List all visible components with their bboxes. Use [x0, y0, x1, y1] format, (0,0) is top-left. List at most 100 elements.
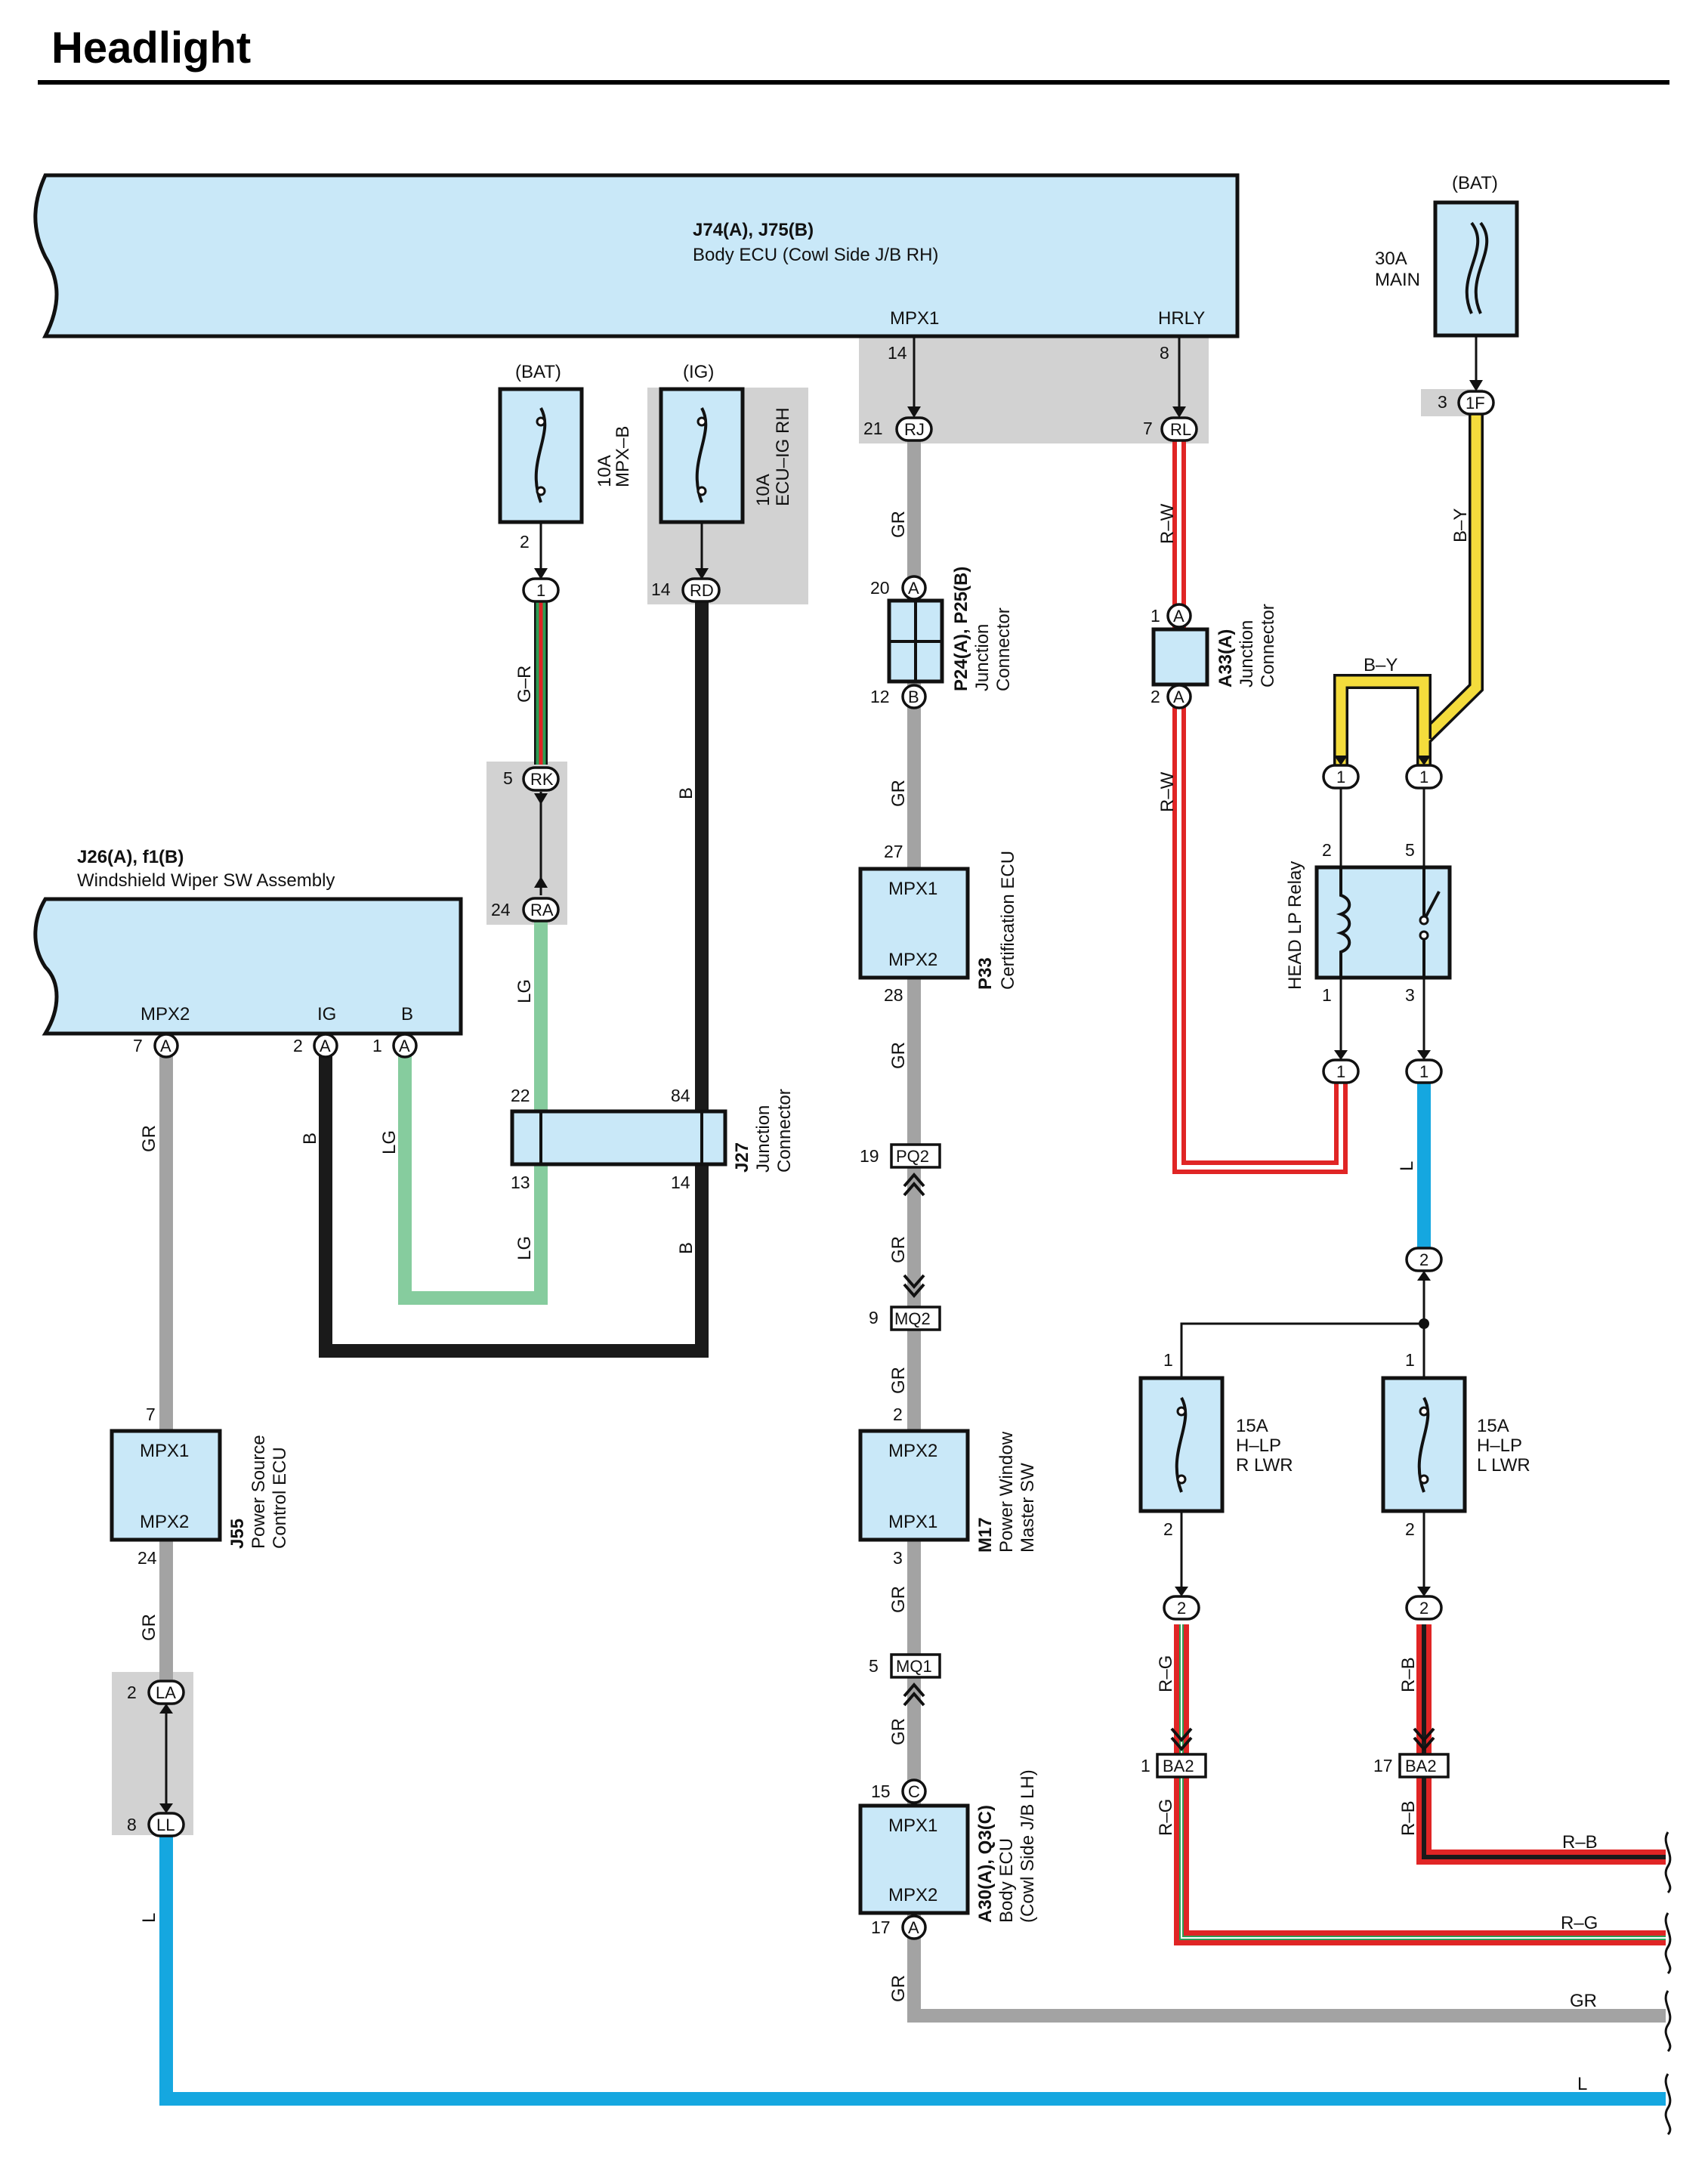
a33-junction-connector: A33(A) Junction Connector: [1151, 604, 1278, 688]
svg-text:B: B: [676, 787, 696, 799]
svg-text:15: 15: [871, 1782, 891, 1801]
svg-text:5: 5: [869, 1656, 879, 1676]
svg-text:22: 22: [511, 1086, 530, 1105]
svg-text:R–G: R–G: [1156, 1799, 1176, 1836]
svg-text:MPX1: MPX1: [890, 308, 939, 329]
svg-text:(BAT): (BAT): [515, 362, 561, 382]
svg-text:MPX1: MPX1: [888, 1816, 937, 1836]
svg-text:H–LP: H–LP: [1477, 1435, 1522, 1456]
j55-power-source-control-ecu: MPX1 MPX2 J55 Power Source Control ECU: [110, 1429, 290, 1549]
svg-text:A: A: [160, 1037, 171, 1055]
svg-text:LA: LA: [156, 1683, 176, 1702]
wire-b-loop: [319, 1044, 709, 1358]
svg-text:MPX1: MPX1: [888, 879, 937, 899]
svg-text:2: 2: [1405, 1519, 1415, 1539]
wire-l-ll: [159, 1828, 1666, 2106]
svg-text:H–LP: H–LP: [1236, 1435, 1281, 1456]
svg-text:13: 13: [511, 1173, 530, 1192]
svg-text:30A: 30A: [1375, 249, 1407, 269]
svg-text:B: B: [300, 1133, 320, 1145]
svg-text:2: 2: [293, 1036, 303, 1055]
svg-text:A30(A), Q3(C): A30(A), Q3(C): [975, 1805, 996, 1923]
svg-text:RJ: RJ: [904, 420, 925, 439]
svg-text:Connector: Connector: [993, 607, 1014, 691]
svg-text:84: 84: [671, 1086, 690, 1105]
svg-text:P33: P33: [975, 957, 996, 990]
svg-text:1: 1: [1141, 1756, 1151, 1775]
svg-text:A: A: [908, 1918, 919, 1937]
svg-text:3: 3: [1438, 392, 1447, 412]
svg-text:RD: RD: [690, 581, 714, 600]
svg-text:21: 21: [863, 419, 883, 438]
svg-text:GR: GR: [888, 511, 909, 538]
svg-text:9: 9: [869, 1308, 879, 1327]
svg-text:PQ2: PQ2: [896, 1147, 929, 1166]
svg-text:1: 1: [372, 1036, 382, 1055]
svg-text:GR: GR: [888, 780, 909, 807]
head-lp-relay: HEAD LP Relay: [1285, 861, 1452, 990]
svg-text:MPX2: MPX2: [888, 1441, 937, 1461]
svg-text:C: C: [908, 1782, 920, 1801]
svg-text:MPX1: MPX1: [140, 1441, 189, 1461]
svg-text:1F: 1F: [1466, 394, 1485, 413]
svg-text:Connector: Connector: [1258, 604, 1278, 688]
svg-text:2: 2: [1419, 1250, 1428, 1269]
svg-text:A: A: [320, 1037, 331, 1055]
svg-text:8: 8: [1160, 343, 1169, 363]
svg-text:1: 1: [1151, 606, 1160, 626]
svg-text:B–Y: B–Y: [1450, 508, 1471, 542]
svg-text:M17: M17: [975, 1517, 996, 1553]
svg-text:Body ECU: Body ECU: [996, 1838, 1017, 1923]
svg-text:10A: 10A: [753, 474, 774, 506]
svg-text:1: 1: [1419, 768, 1428, 786]
svg-text:27: 27: [884, 842, 903, 861]
svg-text:A: A: [399, 1037, 410, 1055]
svg-text:14: 14: [651, 579, 671, 599]
pin-numbers: 14 8 21 7 3 2 14 5 24 20 12 1 2 27 28 22…: [127, 343, 1447, 1937]
wire-code-labels: GR GR GR GR GR GR GR GR GR GR R–W R–W B–…: [139, 503, 1598, 2094]
svg-text:GR: GR: [888, 1718, 909, 1745]
svg-text:R–B: R–B: [1398, 1657, 1419, 1692]
svg-text:MPX2: MPX2: [888, 1885, 937, 1905]
svg-text:1: 1: [1336, 768, 1345, 786]
svg-text:R LWR: R LWR: [1236, 1455, 1293, 1476]
svg-text:A33(A): A33(A): [1215, 629, 1236, 688]
svg-text:LL: LL: [156, 1816, 175, 1834]
svg-text:1: 1: [1405, 1350, 1415, 1370]
fuse-ecu-ig-rh: (IG) 10A ECU–IG RH: [659, 362, 793, 524]
svg-text:J27: J27: [732, 1142, 752, 1173]
svg-text:MPX1: MPX1: [888, 1512, 937, 1532]
svg-text:19: 19: [860, 1146, 879, 1166]
j27-junction-connector: J27 Junction Connector: [510, 1089, 795, 1173]
svg-text:7: 7: [1143, 419, 1153, 438]
svg-text:R–B: R–B: [1398, 1800, 1419, 1836]
svg-text:1: 1: [1419, 1062, 1428, 1081]
fuse-h-lp-l-lwr: 15A H–LP L LWR: [1381, 1376, 1530, 1513]
svg-text:24: 24: [491, 900, 511, 919]
svg-text:G–R: G–R: [514, 666, 535, 703]
svg-text:B: B: [401, 1004, 413, 1024]
svg-text:J55: J55: [227, 1519, 248, 1549]
svg-text:LG: LG: [514, 979, 535, 1003]
svg-text:GR: GR: [888, 1367, 909, 1394]
svg-text:IG: IG: [317, 1004, 336, 1024]
svg-text:14: 14: [888, 343, 907, 363]
svg-text:MPX2: MPX2: [140, 1512, 189, 1532]
svg-text:BA2: BA2: [1405, 1757, 1437, 1775]
svg-text:GR: GR: [888, 1586, 909, 1613]
svg-text:J74(A), J75(B): J74(A), J75(B): [693, 220, 814, 240]
svg-text:R–B: R–B: [1562, 1832, 1598, 1853]
svg-text:1: 1: [1322, 985, 1332, 1005]
svg-text:10A: 10A: [595, 455, 615, 487]
svg-text:5: 5: [1405, 840, 1415, 860]
svg-text:GR: GR: [139, 1614, 159, 1641]
svg-text:L: L: [1397, 1161, 1417, 1171]
svg-text:2: 2: [1177, 1599, 1186, 1618]
svg-text:R–W: R–W: [1157, 771, 1178, 812]
svg-text:2: 2: [1163, 1519, 1173, 1539]
svg-text:RA: RA: [530, 901, 554, 919]
svg-text:Power Window: Power Window: [996, 1431, 1017, 1553]
connector-pills: RJ RL 1F 1 RD RK RA A B A A A A A: [147, 390, 1495, 1940]
break-marks: [1664, 1831, 1672, 2136]
svg-text:BA2: BA2: [1163, 1757, 1194, 1775]
